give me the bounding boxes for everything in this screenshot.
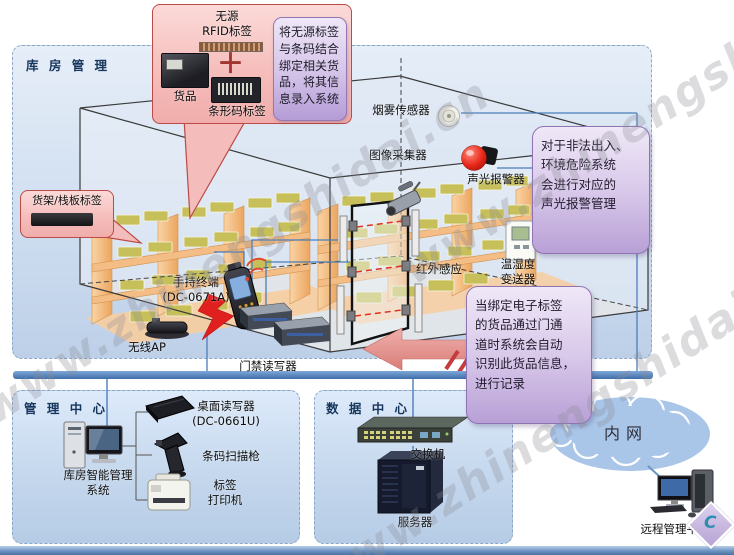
goods-box-icon: [161, 53, 209, 88]
shelf-tag-callout: 货架/栈板标签: [20, 190, 114, 238]
barcode-scanner-label: 条码扫描枪: [202, 449, 260, 463]
temp-humidity-label: 温湿度 变送器: [500, 257, 536, 286]
goods-label: 货品: [173, 89, 197, 103]
logo-letter: C: [704, 513, 717, 533]
desktop-reader-label: 桌面读写器 (DC-0661U): [192, 399, 260, 428]
barcode-tag-icon: [211, 77, 261, 103]
management-pc-label: 库房智能管理 系统: [63, 468, 133, 497]
cloud-to-remote-link: [647, 465, 671, 487]
datacenter-title: 数 据 中 心: [326, 401, 411, 416]
gate-reader-label: 门禁读写器: [239, 359, 297, 373]
server-label: 服务器: [397, 515, 433, 529]
infrared-label: 红外感应: [416, 262, 462, 276]
rfid-tag-label: 无源 RFID标签: [202, 9, 252, 38]
switch-label: 交换机: [410, 447, 446, 461]
tag-binding-note: 将无源标签 与条码结合 绑定相关货 品，将其信 息录入系统: [273, 17, 347, 121]
management-title: 管 理 中 心: [24, 401, 109, 416]
gate-note-callout: 当绑定电子标签 的货品通过门通 道时系统会自动 识别此货品信息， 进行记录: [466, 286, 592, 424]
shelf-tag-label: 货架/栈板标签: [32, 194, 102, 207]
bottom-strip: [0, 546, 734, 555]
rfid-tag-icon: [199, 42, 263, 52]
alarm-label: 声光报警器: [467, 172, 525, 186]
label-printer-label: 标签 打印机: [207, 478, 243, 507]
barcode-tag-label: 条形码标签: [208, 104, 266, 118]
wireless-ap-label: 无线AP: [128, 340, 166, 354]
alarm-note-callout: 对于非法出入、 环境危险系统 会进行对应的 声光报警管理: [532, 126, 650, 254]
handheld-label: 手持终端 (DC-0671A): [162, 275, 230, 304]
tag-binding-callout: 无源 RFID标签 货品 ＋ 条形码标签 将无源标签 与条码结合 绑定相关货 品…: [152, 4, 352, 124]
intranet-label: 内网: [604, 424, 649, 443]
smoke-sensor-label: 烟雾传感器: [372, 103, 430, 117]
plus-icon: ＋: [217, 49, 244, 80]
shelf-tag-icon: [31, 213, 93, 226]
warehouse-title: 库 房 管 理: [26, 58, 111, 73]
camera-label: 图像采集器: [369, 148, 427, 162]
